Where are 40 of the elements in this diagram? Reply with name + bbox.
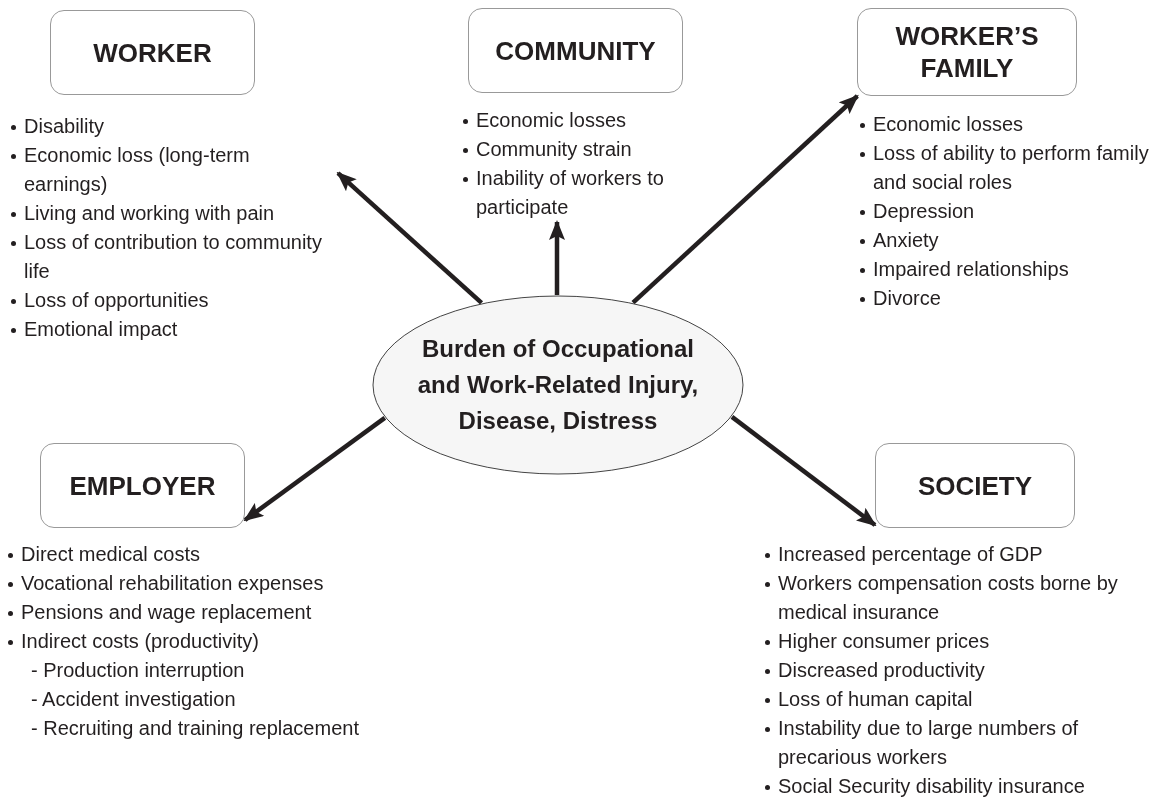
list-item: Higher consumer prices: [778, 630, 990, 652]
list-item: Living and working with pain: [24, 202, 275, 224]
list-item: Discreased productivity: [778, 659, 985, 681]
heading-box: WORKER: [50, 10, 255, 95]
list-item: Workers compensation costs borne by medical insurance: [778, 572, 1118, 623]
sub-list-item: - Accident investigation: [31, 688, 236, 710]
list-item: Economic losses: [476, 109, 627, 131]
list-item: Community strain: [476, 138, 632, 160]
arrow: [336, 171, 484, 305]
list-item: Impaired relationships: [873, 258, 1069, 280]
list-item: Disability: [24, 115, 105, 137]
list-item: Economic loss (long-term earnings): [24, 144, 250, 195]
sub-list-item: - Production interruption: [31, 659, 245, 681]
arrow: [549, 220, 565, 295]
arrow: [243, 416, 387, 522]
heading-box: COMMUNITY: [468, 8, 683, 93]
heading-box: SOCIETY: [875, 443, 1075, 528]
list-item: Pensions and wage replacement: [21, 601, 312, 623]
list-item: Direct medical costs: [21, 543, 200, 565]
heading-box: EMPLOYER: [40, 443, 245, 528]
list-item: Anxiety: [873, 229, 939, 251]
list-item: Loss of opportunities: [24, 289, 209, 311]
arrow: [631, 94, 859, 305]
list-item: Depression: [873, 200, 975, 222]
central-ellipse: Burden of Occupational and Work-Related Injury, Disease, Distress: [372, 295, 744, 475]
list-item: Loss of contribution to community life: [24, 231, 322, 282]
list-item: Indirect costs (productivity): [21, 630, 259, 652]
list-item: Increased percentage of GDP: [778, 543, 1043, 565]
list-item: Emotional impact: [24, 318, 178, 340]
sub-list-item: - Recruiting and training replacement: [31, 717, 359, 739]
list-item: Inability of workers to participate: [476, 167, 664, 218]
heading-box: WORKER’S FAMILY: [857, 8, 1077, 96]
list-item: Vocational rehabilitation expenses: [21, 572, 324, 594]
list-item: Loss of ability to perform family and social roles: [873, 142, 1149, 193]
list-item: Social Security disability insurance: [778, 775, 1085, 797]
list-item: Loss of human capital: [778, 688, 973, 710]
arrow: [730, 415, 877, 527]
list-item: Economic losses: [873, 113, 1024, 135]
list-item: Divorce: [873, 287, 941, 309]
list-item: Instability due to large numbers of precarious workers: [778, 717, 1079, 768]
